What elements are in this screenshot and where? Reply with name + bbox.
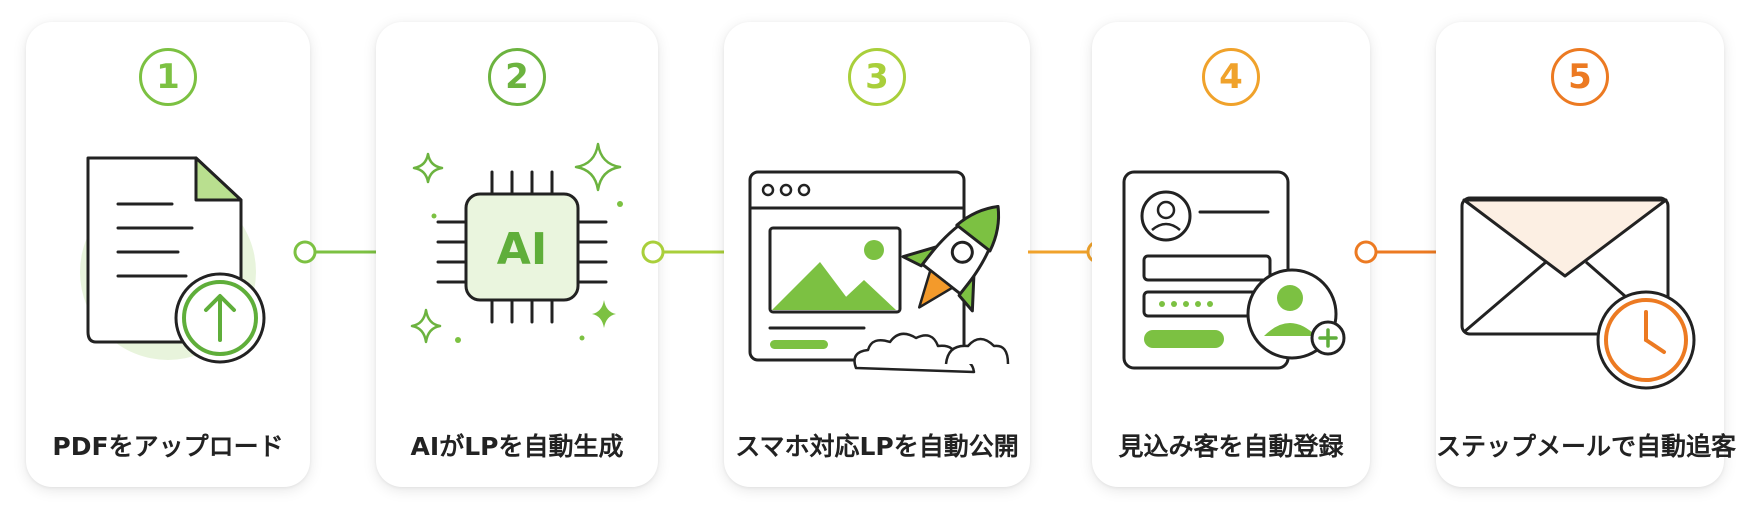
connector-2-3 (641, 240, 736, 264)
step-number-2: 2 (488, 48, 546, 106)
step-label-1: PDFをアップロード (52, 432, 284, 461)
lead-form-icon (1122, 170, 1346, 370)
step-label-3: スマホ対応LPを自動公開 (735, 432, 1019, 461)
ai-chip-icon: AI (410, 142, 623, 344)
step-number-4: 4 (1202, 48, 1260, 106)
rocket-webpage-icon (748, 170, 1010, 374)
step-card-1: 1 PDFをアップロード (26, 22, 310, 487)
step-label-2: AIがLPを自動生成 (410, 432, 624, 461)
connector-1-2 (293, 240, 388, 264)
step-card-5: 5 ステップメールで自動追客 (1436, 22, 1737, 487)
connector-4-5 (1354, 240, 1446, 264)
pdf-upload-icon (80, 156, 266, 364)
ai-chip-label: AI (497, 224, 547, 275)
step-card-3: 3 (724, 22, 1030, 487)
step-card-4: 4 見込み客を自動登録 (1092, 22, 1370, 487)
step-label-5: ステップメールで自動追客 (1436, 432, 1737, 461)
envelope-clock-icon (1460, 196, 1696, 390)
step-number-3: 3 (848, 48, 906, 106)
step-number-5: 5 (1551, 48, 1609, 106)
step-label-4: 見込み客を自動登録 (1118, 432, 1344, 461)
step-number-1: 1 (139, 48, 197, 106)
step-card-2: 2 AI (376, 22, 658, 487)
